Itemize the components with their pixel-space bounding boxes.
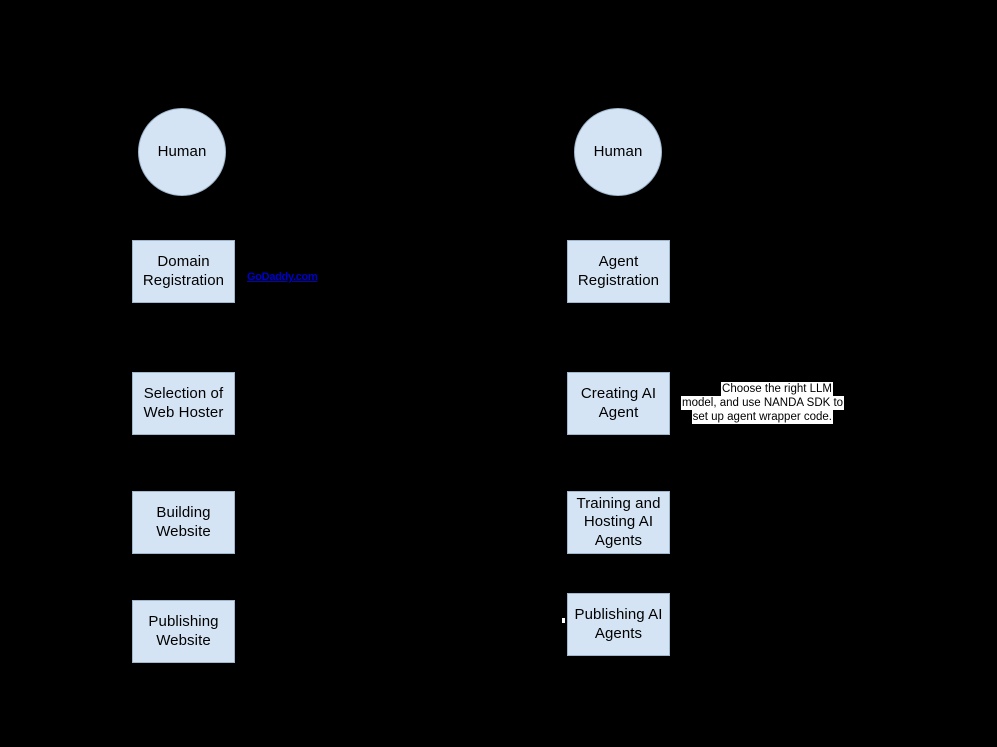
node-label: Human (157, 142, 207, 160)
node-building-website[interactable]: Building Website (132, 491, 235, 554)
node-publishing-website[interactable]: Publishing Website (132, 600, 235, 663)
node-creating-ai-agent[interactable]: Creating AI Agent (567, 372, 670, 435)
node-publishing-ai-agents[interactable]: Publishing AI Agents (567, 593, 670, 656)
annotation-llm-note: Choose the right LLM model, and use NAND… (681, 382, 845, 424)
annotation-line: Choose the right LLM (721, 382, 833, 396)
node-human-right[interactable]: Human (574, 108, 662, 196)
node-training-and-hosting-ai-agents[interactable]: Training and Hosting AI Agents (567, 491, 670, 554)
godaddy-link[interactable]: GoDaddy.com (247, 271, 318, 283)
node-label: Agent Registration (577, 253, 660, 289)
connector-stub-icon (562, 618, 565, 623)
node-label: Training and Hosting AI Agents (576, 495, 661, 549)
annotation-line: set up agent wrapper code. (691, 410, 833, 424)
node-label: Creating AI Agent (580, 385, 657, 421)
node-label: Domain Registration (142, 253, 225, 289)
annotation-line: model, and use NANDA SDK to (681, 396, 845, 410)
node-label: Publishing Website (148, 613, 219, 649)
node-human-left[interactable]: Human (138, 108, 226, 196)
node-label: Selection of Web Hoster (143, 385, 224, 421)
node-domain-registration[interactable]: Domain Registration (132, 240, 235, 303)
node-label: Human (593, 142, 643, 160)
node-label: Building Website (156, 504, 211, 540)
node-agent-registration[interactable]: Agent Registration (567, 240, 670, 303)
node-selection-of-web-hoster[interactable]: Selection of Web Hoster (132, 372, 235, 435)
node-label: Publishing AI Agents (574, 606, 663, 642)
